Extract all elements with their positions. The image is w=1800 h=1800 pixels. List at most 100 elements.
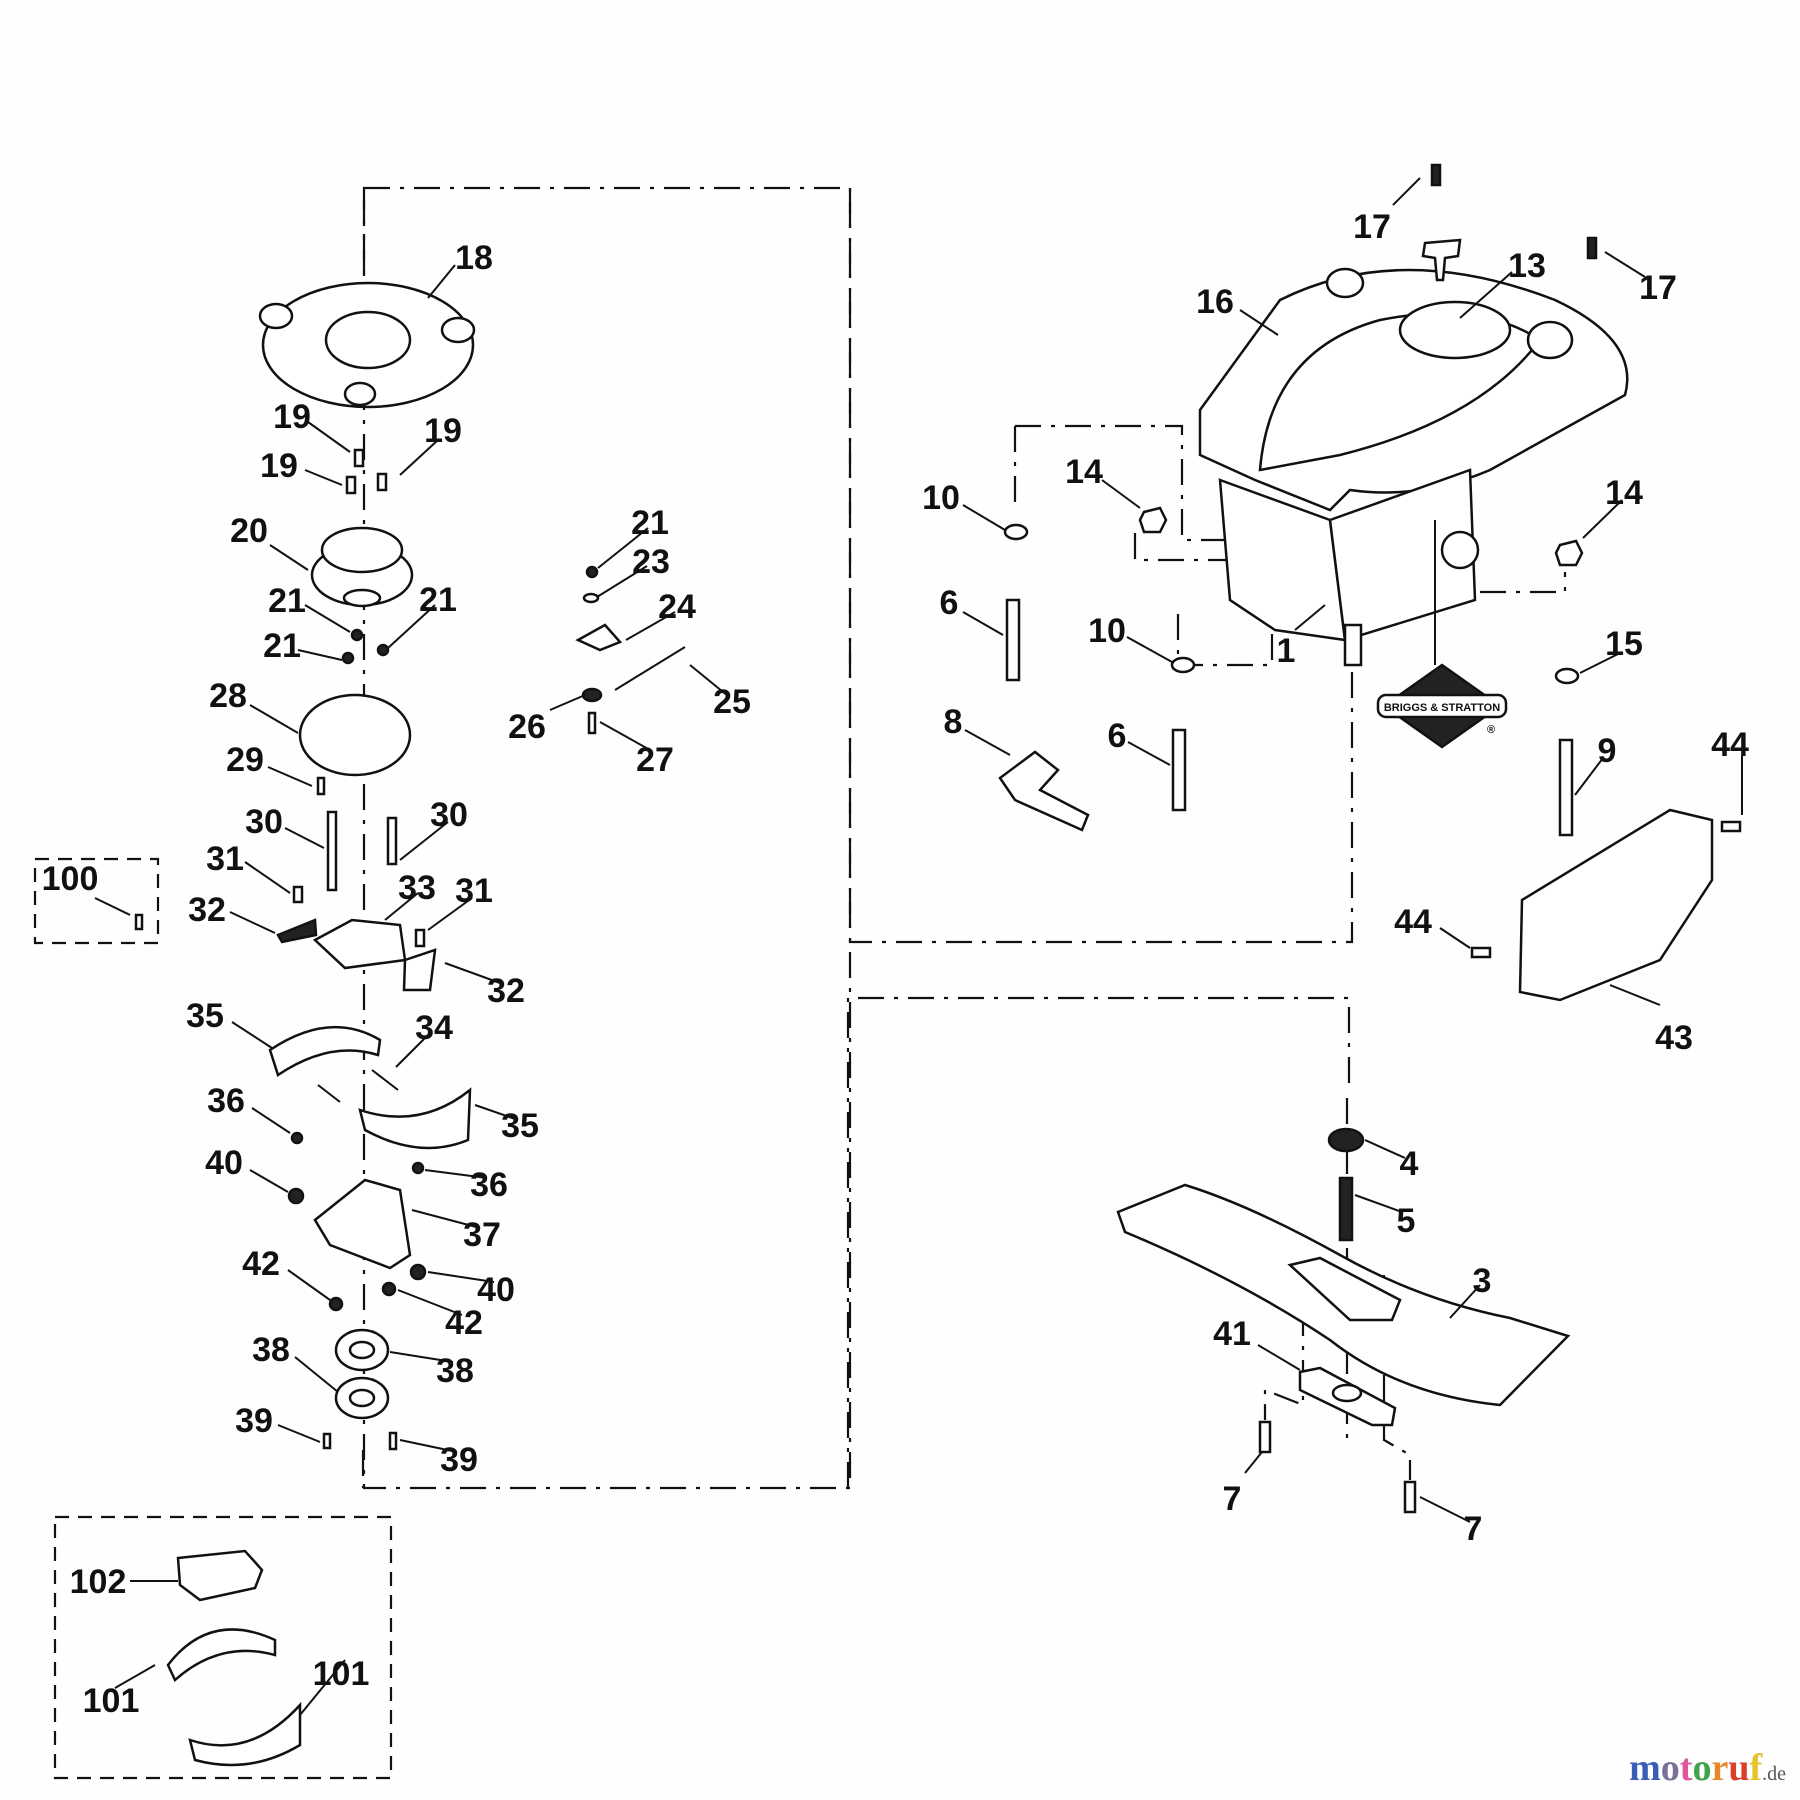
part-label-14: 14 bbox=[1605, 474, 1643, 512]
part-100-pin bbox=[134, 913, 144, 931]
part-label-38: 38 bbox=[436, 1352, 474, 1390]
engine-assembly-box bbox=[848, 188, 1354, 944]
part-label-26: 26 bbox=[508, 708, 546, 746]
part-101-shoe-lower bbox=[188, 1701, 302, 1767]
part-19-screws bbox=[345, 448, 388, 495]
part-label-17: 17 bbox=[1353, 208, 1391, 246]
part-label-17: 17 bbox=[1639, 269, 1677, 307]
part-4-washer bbox=[1327, 1127, 1365, 1153]
part-102-plate bbox=[176, 1549, 264, 1602]
part-label-24: 24 bbox=[658, 588, 696, 626]
part-label-32: 32 bbox=[487, 972, 525, 1010]
part-label-101: 101 bbox=[83, 1682, 140, 1720]
part-label-21: 21 bbox=[263, 627, 301, 665]
part-label-16: 16 bbox=[1196, 283, 1234, 321]
part-label-100: 100 bbox=[42, 860, 99, 898]
part-44-screw-2 bbox=[1470, 946, 1492, 959]
part-label-27: 27 bbox=[636, 741, 674, 779]
part-label-19: 19 bbox=[273, 398, 311, 436]
part-24-lever bbox=[575, 623, 623, 652]
part-label-1: 1 bbox=[1277, 632, 1296, 670]
part-label-32: 32 bbox=[188, 891, 226, 929]
part-25-spring bbox=[614, 646, 686, 691]
blade-assembly-box bbox=[846, 996, 1351, 1488]
recoil-handle bbox=[1421, 238, 1462, 282]
part-15-washer bbox=[1554, 667, 1580, 685]
part-label-6: 6 bbox=[1108, 717, 1127, 755]
part-43-muffler bbox=[1518, 808, 1714, 1002]
part-label-30: 30 bbox=[430, 796, 468, 834]
part-16-engine-cover bbox=[1198, 238, 1629, 512]
part-37-housing bbox=[313, 1178, 412, 1270]
part-28-brake-band bbox=[298, 693, 412, 777]
part-30-bolt-right bbox=[386, 816, 398, 866]
part-label-21: 21 bbox=[268, 582, 306, 620]
part-14-nut-2 bbox=[1554, 539, 1584, 567]
watermark-letter: o bbox=[1692, 1747, 1712, 1789]
part-6-bolt bbox=[1005, 598, 1021, 682]
brand-logo-mark: ® bbox=[1487, 724, 1495, 736]
part-29-pin bbox=[316, 776, 326, 796]
part-label-34: 34 bbox=[415, 1009, 453, 1047]
part-label-43: 43 bbox=[1655, 1019, 1693, 1057]
part-label-7: 7 bbox=[1223, 1480, 1242, 1518]
nut-14-right-guide bbox=[1480, 572, 1567, 594]
part-label-15: 15 bbox=[1605, 625, 1643, 663]
part-13-recoil-decal bbox=[1398, 300, 1512, 360]
part-label-25: 25 bbox=[713, 683, 751, 721]
part-21-nuts bbox=[341, 565, 599, 665]
bolt-7-right-guide bbox=[1382, 1275, 1412, 1480]
part-label-20: 20 bbox=[230, 512, 268, 550]
bolt-7-left-guide bbox=[1263, 1310, 1305, 1420]
part-35-shoe-upper bbox=[268, 1025, 382, 1077]
blade-center-plate bbox=[1287, 1256, 1402, 1322]
part-26-bushing bbox=[581, 687, 603, 703]
part-label-29: 29 bbox=[226, 741, 264, 779]
part-8-spark-plug-boot bbox=[998, 750, 1090, 832]
part-label-6: 6 bbox=[940, 584, 959, 622]
fuel-cap bbox=[1325, 267, 1365, 299]
part-31-pin-left bbox=[292, 885, 304, 904]
watermark-letter: u bbox=[1728, 1747, 1750, 1789]
part-label-33: 33 bbox=[398, 869, 436, 907]
part-42-nut bbox=[328, 1296, 344, 1312]
part-label-40: 40 bbox=[205, 1144, 243, 1182]
part-34-spring bbox=[371, 1069, 399, 1091]
part-label-5: 5 bbox=[1397, 1202, 1416, 1240]
part-label-37: 37 bbox=[463, 1216, 501, 1254]
part-18-brake-flange bbox=[258, 281, 476, 409]
part-33-plate bbox=[312, 918, 407, 970]
part-39-pin bbox=[322, 1432, 332, 1450]
part-36-nut bbox=[290, 1131, 304, 1145]
part-10-washer bbox=[1003, 523, 1029, 541]
part-label-21: 21 bbox=[419, 581, 457, 619]
part-101-shoe-upper bbox=[166, 1628, 277, 1683]
part-label-41: 41 bbox=[1213, 1315, 1251, 1353]
part-30-bolt-left bbox=[326, 810, 338, 892]
part-32-pad-left bbox=[276, 918, 318, 944]
part-label-10: 10 bbox=[1088, 612, 1126, 650]
part-31-pin-right bbox=[414, 928, 426, 948]
part-label-9: 9 bbox=[1598, 732, 1617, 770]
part-label-36: 36 bbox=[207, 1082, 245, 1120]
part-label-4: 4 bbox=[1400, 1145, 1419, 1183]
part-27-pin bbox=[587, 711, 597, 735]
kit-100-box bbox=[33, 857, 160, 945]
parts: BRIGGS & STRATTON ® bbox=[134, 163, 1742, 1767]
part-label-44: 44 bbox=[1711, 726, 1749, 764]
part-40-nut-2 bbox=[409, 1263, 427, 1281]
part-label-21: 21 bbox=[631, 504, 669, 542]
part-36-nut-2 bbox=[411, 1161, 425, 1175]
part-42-nut-2 bbox=[381, 1281, 397, 1297]
part-34-spring-2 bbox=[317, 1084, 341, 1103]
watermark-letter: r bbox=[1711, 1747, 1729, 1789]
part-9-bolt bbox=[1558, 738, 1574, 837]
part-label-8: 8 bbox=[944, 703, 963, 741]
part-label-35: 35 bbox=[186, 997, 224, 1035]
watermark-tld: .de bbox=[1762, 1763, 1786, 1785]
part-label-40: 40 bbox=[477, 1271, 515, 1309]
part-label-101: 101 bbox=[313, 1655, 370, 1693]
part-label-35: 35 bbox=[501, 1107, 539, 1145]
